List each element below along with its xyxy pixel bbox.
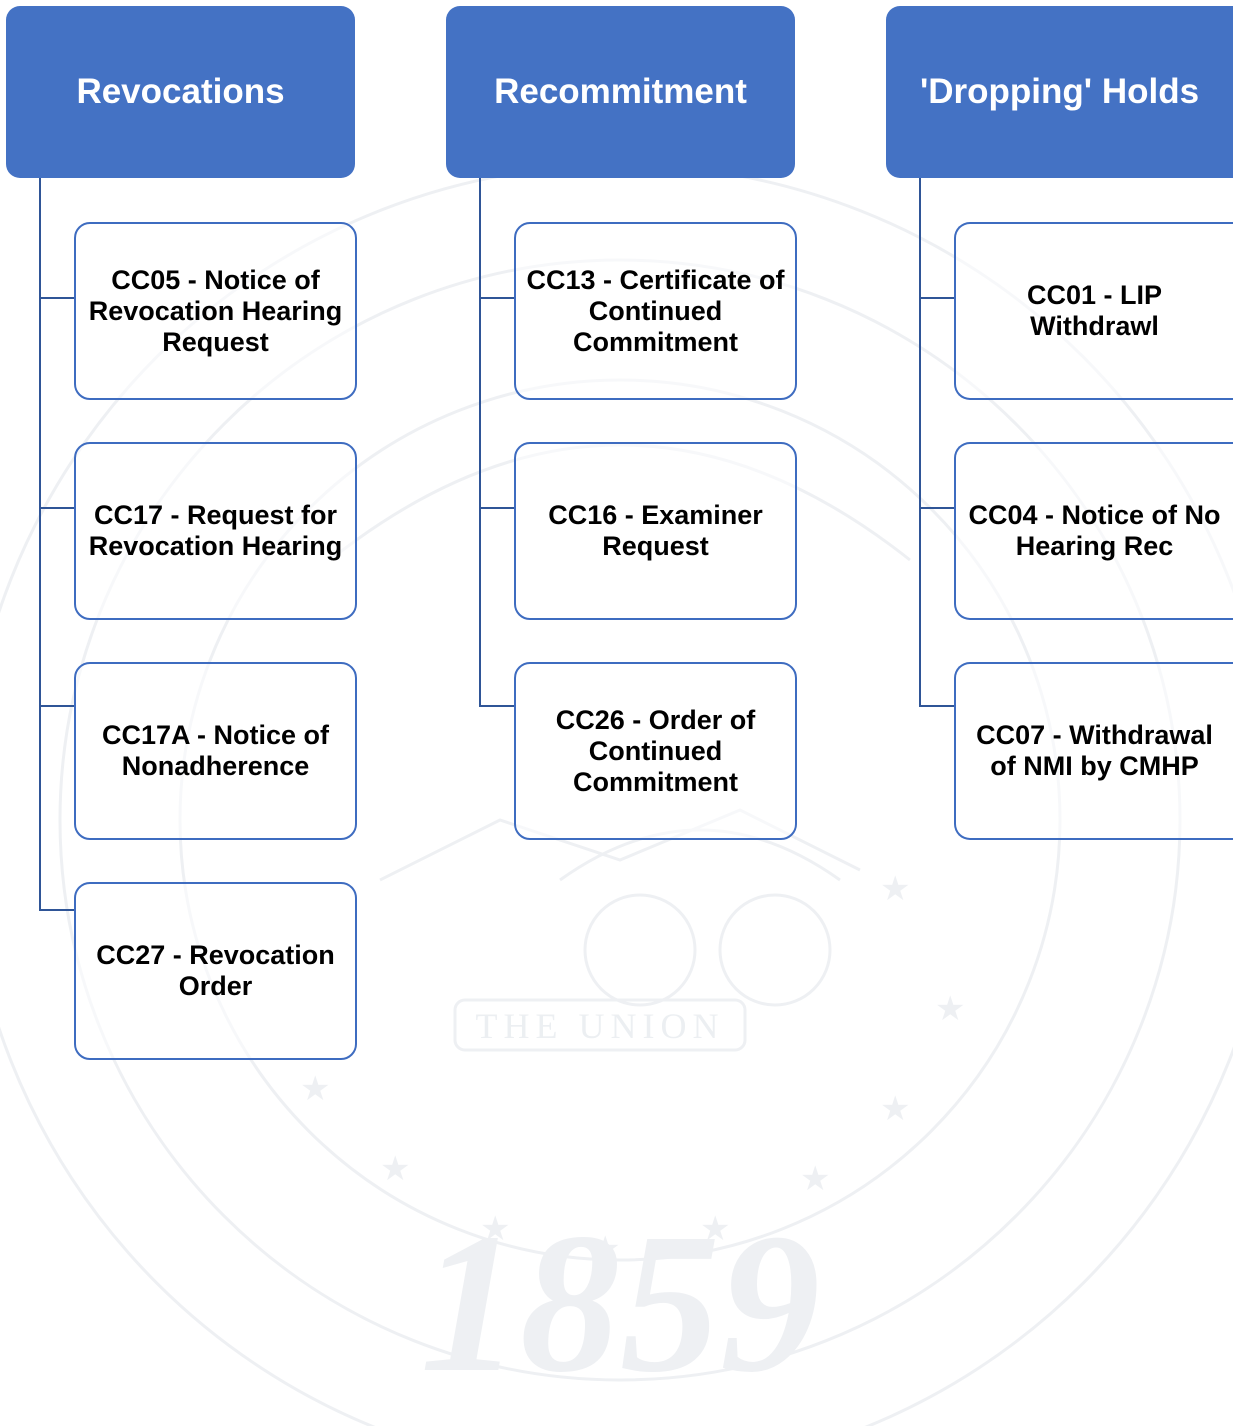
node-label: CC27 - Revocation Order <box>96 940 335 1001</box>
node-cc07: CC07 - Withdrawal of NMI by CMHP <box>954 662 1233 840</box>
seal-star-icon: ★ <box>590 1229 620 1269</box>
header-revocations: Revocations <box>6 6 355 178</box>
seal-star-icon: ★ <box>480 1209 510 1249</box>
node-cc04: CC04 - Notice of No Hearing Rec <box>954 442 1233 620</box>
node-label: CC16 - Examiner Request <box>548 500 763 561</box>
node-cc01: CC01 - LIP Withdrawl <box>954 222 1233 400</box>
seal-wagon-wheel-left <box>583 893 697 1007</box>
node-label: CC04 - Notice of No Hearing Rec <box>968 500 1221 561</box>
header-dropping-holds: 'Dropping' Holds <box>886 6 1233 178</box>
node-label: CC17A - Notice of Nonadherence <box>101 720 330 781</box>
node-label: CC05 - Notice of Revocation Hearing Requ… <box>88 264 343 357</box>
node-label: CC07 - Withdrawal of NMI by CMHP <box>976 720 1213 781</box>
node-cc17a: CC17A - Notice of Nonadherence <box>74 662 357 840</box>
seal-wagon-wheel-right <box>718 893 832 1007</box>
node-cc13: CC13 - Certificate of Continued Commitme… <box>514 222 797 400</box>
node-label: CC13 - Certificate of Continued Commitme… <box>526 264 785 357</box>
seal-star-icon: ★ <box>300 1069 330 1109</box>
seal-star-icon: ★ <box>800 1159 830 1199</box>
connector-revocations-trunk <box>39 178 75 911</box>
node-cc05: CC05 - Notice of Revocation Hearing Requ… <box>74 222 357 400</box>
seal-star-icon: ★ <box>880 1089 910 1129</box>
connector-dropping-trunk <box>919 178 955 707</box>
node-label: CC01 - LIP Withdrawl <box>1026 280 1163 341</box>
connector-recommitment-trunk <box>479 178 515 707</box>
node-cc26: CC26 - Order of Continued Commitment <box>514 662 797 840</box>
seal-star-icon: ★ <box>880 869 910 909</box>
seal-banner <box>453 998 747 1052</box>
header-recommitment: Recommitment <box>446 6 795 178</box>
seal-star-icon: ★ <box>935 989 965 1029</box>
node-cc27: CC27 - Revocation Order <box>74 882 357 1060</box>
node-cc17: CC17 - Request for Revocation Hearing <box>74 442 357 620</box>
seal-star-icon: ★ <box>380 1149 410 1189</box>
seal-year-text: 1859 <box>420 1193 820 1414</box>
seal-star-icon: ★ <box>700 1209 730 1249</box>
node-label: CC26 - Order of Continued Commitment <box>555 704 756 797</box>
seal-banner-text: THE UNION <box>476 1006 725 1046</box>
node-cc16: CC16 - Examiner Request <box>514 442 797 620</box>
node-label: CC17 - Request for Revocation Hearing <box>88 500 343 561</box>
